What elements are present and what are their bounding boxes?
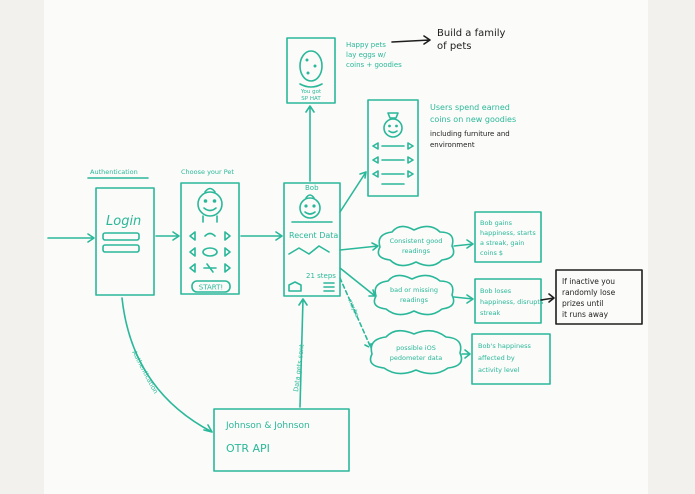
- family-note: Build a family of pets: [437, 28, 506, 52]
- login-caption: Authentication: [90, 168, 138, 176]
- cloud-ios-pedometer: possible iOS pedometer data: [369, 329, 463, 375]
- outcome-gain-line1: Bob gains: [480, 219, 513, 227]
- login-screen: Authentication Login: [87, 168, 155, 296]
- inactive-note-line4: it runs away: [562, 310, 609, 319]
- start-button[interactable]: [191, 280, 231, 293]
- cloud-consistent-readings: Consistent good readings: [377, 225, 455, 267]
- choose-pet-phone-frame: [180, 182, 240, 295]
- api-box: Johnson & Johnson OTR API: [213, 408, 350, 472]
- pet-selector-arrows: [189, 231, 231, 273]
- steps-count: 21 steps: [306, 272, 336, 280]
- outcome-affected-box: Bob's happiness affected by activity lev…: [471, 333, 551, 385]
- outcome-gain-box: Bob gains happiness, starts a streak, ga…: [474, 211, 542, 263]
- api-line2: OTR API: [226, 442, 270, 455]
- pet-home-screen: Bob Recent Data 21 steps: [283, 182, 341, 297]
- cloud-ios-line1: possible iOS: [396, 344, 436, 352]
- outcome-affected-line3: activity level: [478, 366, 520, 374]
- menu-icon[interactable]: [323, 282, 335, 292]
- cloud-consistent-line2: readings: [402, 247, 431, 255]
- inactive-note-line1: If inactive you: [562, 277, 615, 286]
- login-username-field: [102, 232, 140, 241]
- inactive-note-box: If inactive you randomly lose prizes unt…: [555, 269, 643, 325]
- shop-note-line4: environment: [430, 141, 475, 149]
- pet-name: Bob: [305, 184, 319, 192]
- pet-home-phone-frame: [283, 182, 341, 297]
- choose-pet-caption: Choose your Pet: [181, 168, 234, 176]
- outcome-gain-line3: a streak, gain: [480, 239, 524, 247]
- recent-data-sparkline: [288, 245, 330, 255]
- shop-pet-icon: [383, 112, 403, 138]
- shop-phone-frame: [367, 99, 419, 197]
- recent-data-label: Recent Data: [289, 231, 338, 240]
- shop-screen: [367, 99, 419, 197]
- pet-face-icon: [197, 187, 223, 223]
- outcome-gain-line2: happiness, starts: [480, 229, 536, 237]
- api-line1: Johnson & Johnson: [225, 421, 310, 431]
- family-note-line2: of pets: [437, 41, 471, 52]
- login-title: Login: [106, 214, 141, 229]
- outcome-affected-line1: Bob's happiness: [478, 342, 531, 350]
- login-phone-frame: [95, 187, 155, 296]
- connector-arrows: [47, 35, 555, 433]
- inactive-note-line3: prizes until: [562, 299, 603, 308]
- outcome-affected-line2: affected by: [478, 354, 515, 362]
- shop-note-line1: Users spend earned: [430, 103, 510, 112]
- cloud-bad-line2: readings: [400, 296, 429, 304]
- home-icon[interactable]: [288, 281, 302, 292]
- egg-note: Happy pets lay eggs w/ coins + goodies: [346, 41, 402, 69]
- cloud-ios-line2: pedometer data: [390, 354, 443, 362]
- start-button-label: START!: [199, 284, 223, 292]
- shop-item-rows: [372, 142, 414, 185]
- egg-screen: You got SP HAT: [286, 37, 336, 104]
- egg-note-line3: coins + goodies: [346, 61, 402, 69]
- bob-pet-icon: [299, 194, 321, 219]
- cloud-bad-line1: bad or missing: [390, 286, 438, 294]
- family-note-line1: Build a family: [437, 28, 506, 39]
- shop-note: Users spend earned coins on new goodies …: [430, 103, 516, 149]
- shop-note-line2: coins on new goodies: [430, 115, 516, 124]
- egg-phone-frame: [286, 37, 336, 104]
- inactive-note-line2: randomly lose: [562, 288, 616, 297]
- outcome-lose-box: Bob loses happiness, disrupts streak: [474, 278, 544, 324]
- egg-caption-line1: You got: [300, 89, 322, 95]
- login-password-field: [102, 244, 140, 253]
- whiteboard-surface: [44, 0, 648, 494]
- cloud-bad-readings: bad or missing readings: [373, 274, 455, 316]
- shop-note-line3: including furniture and: [430, 130, 510, 138]
- egg-note-line1: Happy pets: [346, 41, 386, 49]
- choose-pet-screen: Choose your Pet START!: [180, 168, 240, 295]
- egg-icon: [299, 50, 323, 88]
- outcome-lose-line1: Bob loses: [480, 287, 512, 295]
- outcome-gain-line4: coins $: [480, 249, 503, 257]
- egg-caption-line2: SP HAT: [301, 96, 321, 102]
- outcome-lose-line3: streak: [480, 309, 500, 317]
- outcome-lose-line2: happiness, disrupts: [480, 298, 544, 306]
- egg-note-line2: lay eggs w/: [346, 51, 386, 59]
- cloud-consistent-line1: Consistent good: [390, 237, 443, 245]
